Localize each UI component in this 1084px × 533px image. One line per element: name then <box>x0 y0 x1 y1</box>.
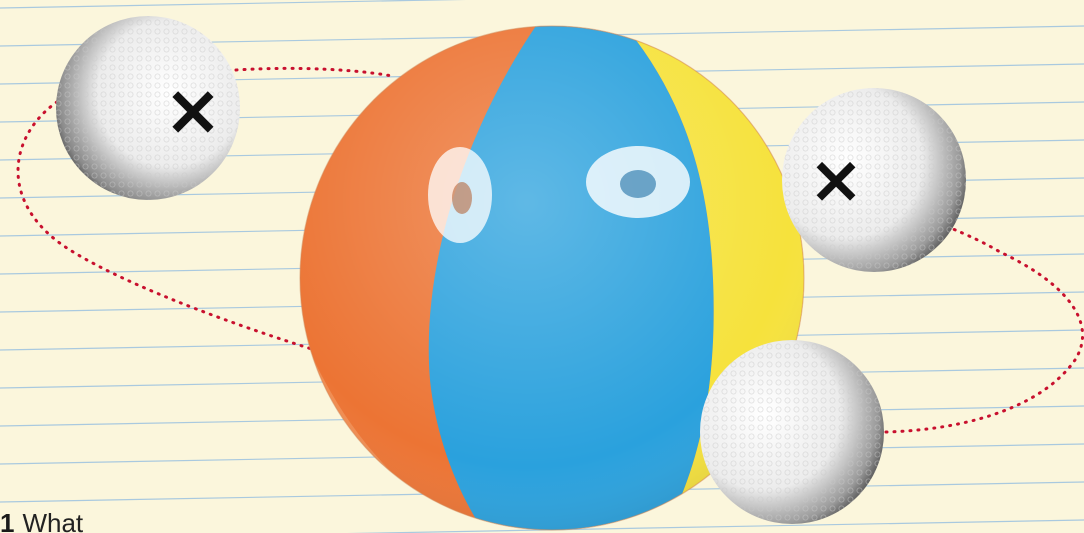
question-text: What <box>22 508 84 533</box>
orbit-path-top <box>234 66 394 78</box>
question-caption: 1 What <box>0 508 83 533</box>
golf-ball-crossed-right: × <box>782 88 966 272</box>
question-number: 1 <box>0 508 15 533</box>
x-mark-icon: × <box>164 69 223 151</box>
golf-ball-bottom <box>700 340 884 524</box>
golf-ball-crossed-left: × <box>56 16 240 200</box>
orbit-path-right <box>884 224 1084 434</box>
x-mark-icon: × <box>808 141 863 218</box>
